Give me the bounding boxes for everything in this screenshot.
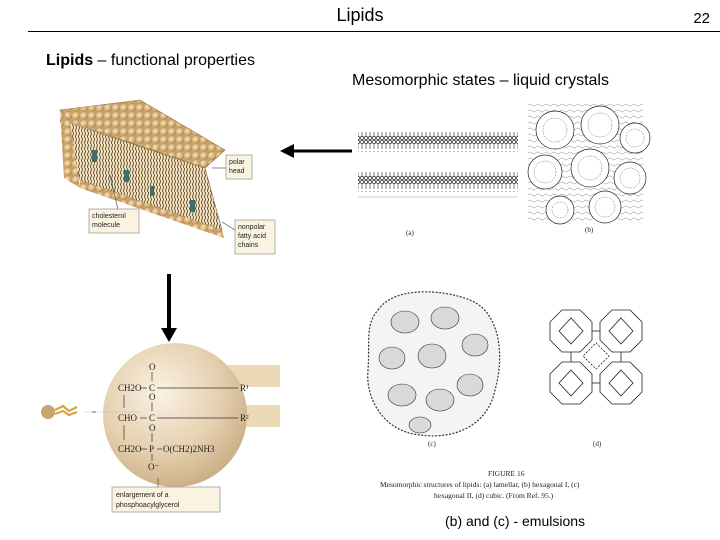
slide-title: Lipids: [336, 5, 384, 25]
polar-head-label-1: polar: [229, 159, 245, 166]
polar-head-label-2: head: [229, 168, 245, 175]
cholesterol-label-2: molecule: [92, 222, 120, 229]
nonpolar-label-box: [234, 219, 276, 255]
formula-o-minus: O⁻: [148, 462, 159, 472]
panel-cubic: (d): [549, 309, 643, 448]
formula-r1: R¹: [240, 383, 249, 393]
nonpolar-label-3: chains: [238, 242, 259, 249]
enlargement-label-box: [111, 486, 221, 513]
panel-label-b: (b): [585, 226, 594, 234]
panel-hexagonal-1: (b): [527, 104, 651, 234]
enlargement-label-1: enlargement of a: [116, 492, 169, 499]
formula-row-3: CH2O: [118, 444, 142, 454]
left-heading-bold: Lipids: [46, 52, 94, 69]
formula-phosphorus: P: [149, 444, 154, 454]
panel-label-d: (d): [593, 440, 602, 448]
formula-oxygen-3: O: [149, 423, 156, 433]
left-heading-rest: – functional properties: [93, 52, 255, 69]
down-pointing-arrow: [161, 274, 177, 342]
figure-caption-3: hexagonal II, (d) cubic. (From Ref. 95.): [434, 491, 554, 500]
phospholipid-enlargement: CH2O C O R¹ CHO C O R² CH2O P O O(CH2)2N…: [41, 343, 280, 513]
left-heading: Lipids – functional properties: [46, 52, 255, 70]
formula-ethanolamine: O(CH2)2NH3: [163, 444, 215, 454]
slide-number: 22: [693, 10, 710, 27]
enlargement-label-2: phosphoacylglycerol: [116, 502, 180, 509]
membrane-labels: polar head cholesterol molecule nonpolar…: [88, 154, 276, 255]
formula-oxygen-1: O: [149, 362, 156, 372]
figure-caption-2: Mesomorphic structures of lipids: (a) la…: [380, 480, 580, 489]
formula-row-1: CH2O: [118, 383, 142, 393]
cholesterol-label-1: cholesterol: [92, 213, 126, 220]
cholesterol-label-box: [88, 208, 140, 234]
lipid-bilayer-illustration: [59, 99, 226, 238]
title-divider: [28, 31, 720, 32]
panel-lamellar: (a): [358, 132, 518, 237]
formula-row-2: CHO: [118, 413, 138, 423]
figure-caption-1: FIGURE 16: [488, 469, 525, 478]
right-heading: Mesomorphic states – liquid crystals: [352, 72, 609, 89]
panel-label-a: (a): [406, 229, 414, 237]
formula-carbon-1: C: [149, 383, 155, 393]
emulsions-note: (b) and (c) - emulsions: [445, 513, 586, 529]
polar-head-label-box: [225, 154, 253, 180]
formula-carbon-2: C: [149, 413, 155, 423]
left-pointing-arrow: [280, 144, 355, 158]
panel-hexagonal-2: (c): [367, 291, 501, 448]
nonpolar-label-1: nonpolar: [238, 224, 266, 231]
panel-label-c: (c): [428, 440, 436, 448]
mesomorphic-figure: (a): [352, 100, 651, 505]
formula-r2: R²: [240, 413, 249, 423]
formula-oxygen-2: O: [149, 392, 156, 402]
nonpolar-label-2: fatty acid: [238, 233, 266, 240]
